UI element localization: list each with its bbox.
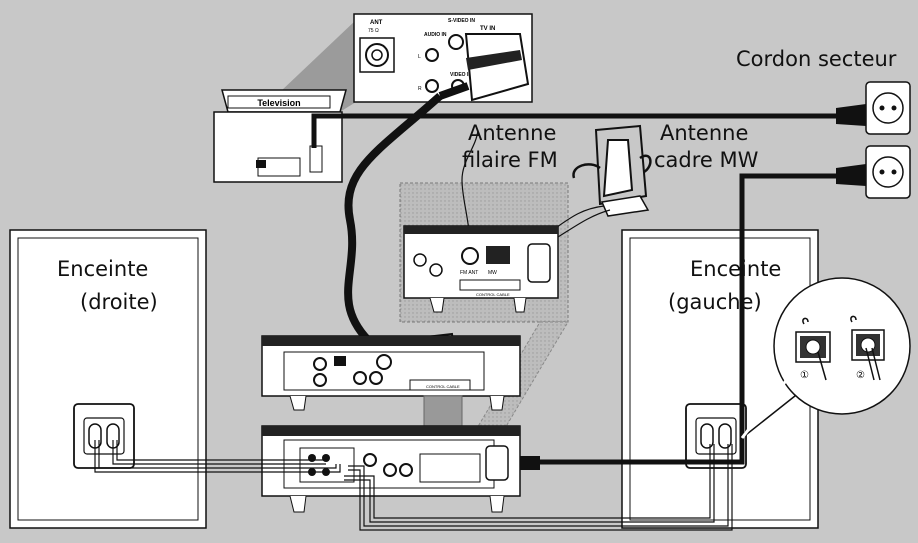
- tv-av-panel: ANT 75 Ω AUDIO IN S-VIDEO IN TV IN VIDEO…: [353, 13, 533, 103]
- power-cord-label: Cordon secteur: [736, 47, 897, 71]
- control-ribbon-cable: [423, 395, 463, 427]
- television: Television: [213, 89, 347, 183]
- tuner-back-panel-zoom: FM ANT MW CONTROL CABLE: [403, 225, 559, 313]
- tv-in-label: TV IN: [480, 26, 495, 32]
- amplifier-unit-bottom: [261, 425, 521, 513]
- rotate-arrow-icon: [572, 163, 601, 179]
- speaker-right: [9, 229, 207, 529]
- fm-ant-socket-label: FM ANT: [460, 270, 478, 276]
- tv-svideo-label: S-VIDEO IN: [448, 18, 475, 24]
- power-plug-top: [836, 104, 866, 126]
- speaker-left-label-line1: Enceinte: [690, 257, 782, 281]
- tv-audio-r-label: R: [418, 86, 422, 92]
- av-unit-middle: CONTROL CABLE: [261, 335, 521, 411]
- mw-antenna-label-line1: Antenne: [660, 121, 749, 145]
- speaker-left-label-line2: (gauche): [668, 290, 762, 314]
- power-plug-bottom: [836, 164, 866, 186]
- terminal-step2-icon: [850, 315, 885, 381]
- tv-ant-label: ANT: [370, 20, 383, 26]
- speaker-output-terminals: [299, 447, 355, 483]
- mw-loop-antenna: [519, 124, 652, 255]
- tv-audio-in-label: AUDIO IN: [424, 32, 447, 38]
- speaker-right-label-line1: Enceinte: [57, 257, 149, 281]
- fm-antenna-label-line1: Antenne: [468, 121, 557, 145]
- mw-antenna-terminal: [486, 246, 510, 264]
- step1-marker: ①: [800, 370, 809, 381]
- power-outlet-bottom: [865, 145, 911, 199]
- tv-audio-l-label: L: [418, 54, 421, 60]
- tv-video-in-label: VIDEO IN: [450, 72, 472, 78]
- power-outlet-top: [865, 81, 911, 135]
- mw-terminal-label: MW: [488, 270, 497, 276]
- fm-antenna-label-line2: filaire FM: [462, 148, 558, 172]
- tv-ant-sub-label: 75 Ω: [368, 28, 379, 34]
- mw-antenna-label-line2: cadre MW: [654, 148, 759, 172]
- speaker-wire-left: [344, 444, 733, 531]
- power-cord-unit: [540, 173, 836, 465]
- tv-brand-label: Television: [257, 98, 300, 108]
- middle-control-cable-label: CONTROL CABLE: [426, 384, 460, 389]
- speaker-right-label-line2: (droite): [80, 290, 158, 314]
- scart-cable: [344, 93, 443, 354]
- scart-plug-tv: [464, 33, 530, 102]
- tuner-control-cable-label: CONTROL CABLE: [476, 292, 510, 297]
- speaker-wire-right: [94, 440, 341, 473]
- terminal-step1-icon: [795, 317, 831, 381]
- wire-insertion-callout: ① ②: [740, 277, 911, 439]
- power-cord-tv: [311, 113, 836, 148]
- step2-marker: ②: [856, 370, 865, 381]
- rotate-arrow-icon-2: [639, 154, 652, 174]
- ac-inlet: [485, 445, 509, 481]
- fm-antenna-socket: [461, 247, 479, 265]
